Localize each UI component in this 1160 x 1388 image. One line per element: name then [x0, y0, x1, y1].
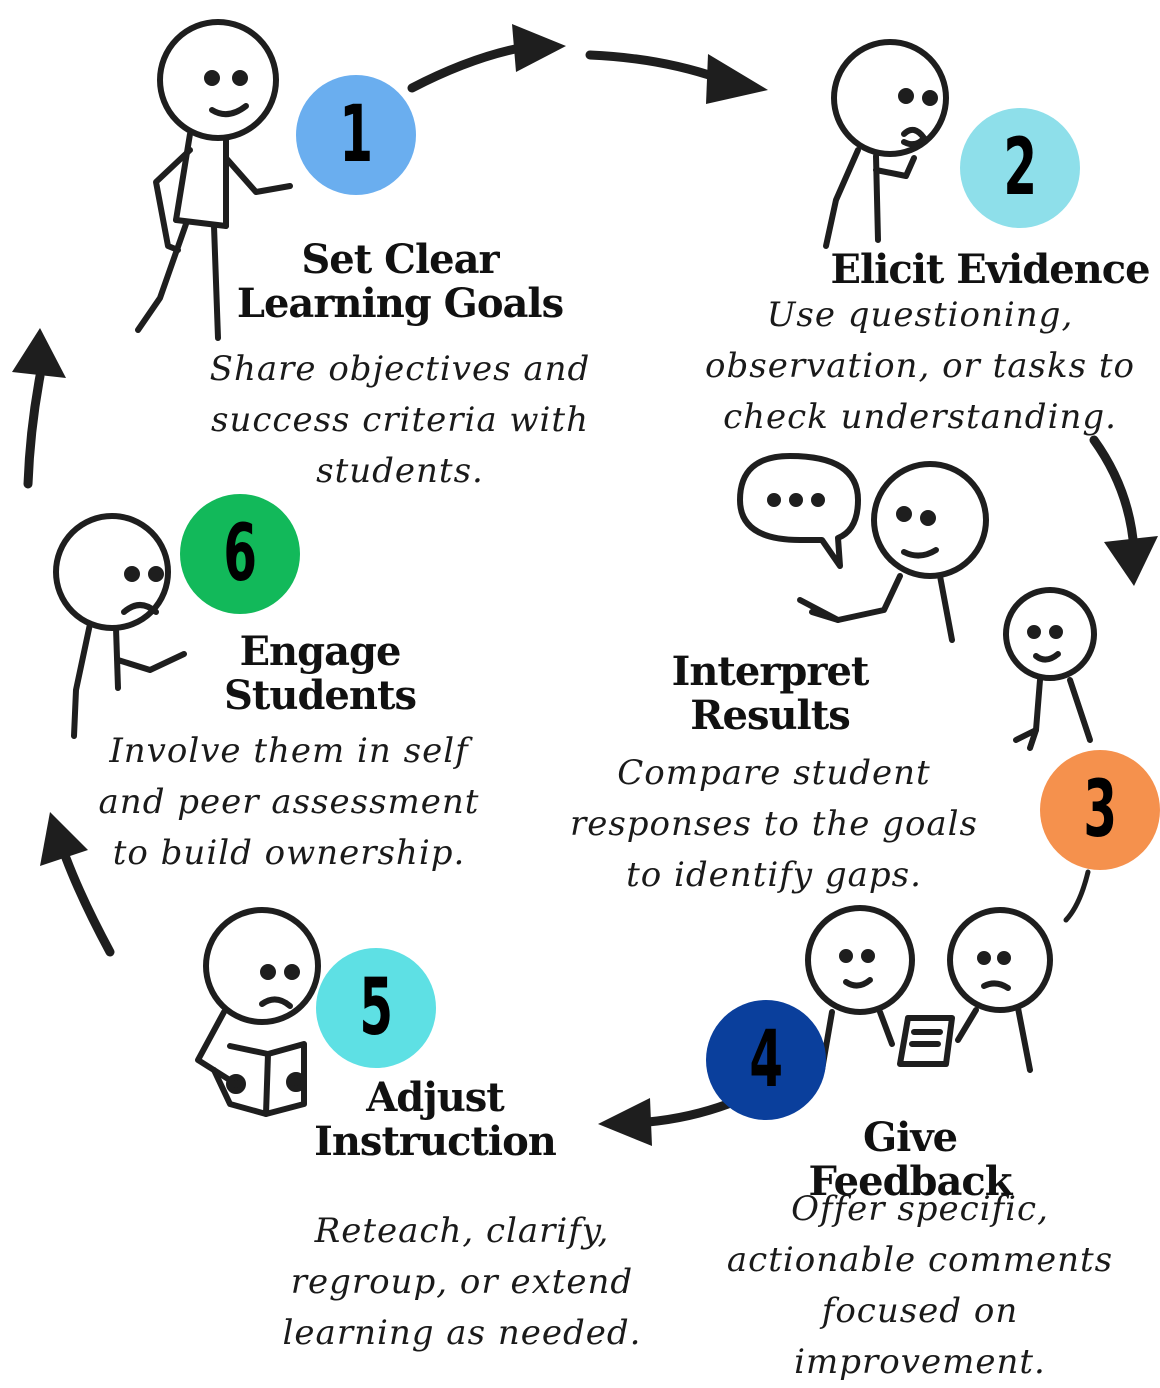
figure-explaining-stick-person [797, 461, 989, 643]
step-5-description: Reteach, clarify, regroup, or extend lea… [282, 1211, 642, 1353]
step-3-title: Interpret Results [671, 648, 870, 739]
step-6-description: Involve them in self and peer assessment… [98, 731, 480, 873]
step-4-badge: 4 [706, 1000, 826, 1120]
figure-1-stick-person [135, 19, 293, 341]
step-4-number: 4 [749, 1015, 783, 1105]
step-1-title: Set Clear Learning Goals [236, 236, 564, 327]
step-2-number: 2 [1003, 123, 1037, 213]
figure-2-stick-person [823, 39, 949, 249]
figure-6-stick-person [53, 513, 187, 739]
step-3-number: 3 [1083, 765, 1117, 855]
step-5-title: Adjust Instruction [314, 1074, 557, 1165]
step-2-description: Use questioning, observation, or tasks t… [705, 295, 1135, 437]
step-6-title: Engage Students [224, 628, 417, 719]
figure-4-stick-people [805, 905, 1053, 1073]
speech-bubble-icon [737, 453, 861, 569]
figure-5-stick-person [195, 907, 321, 1117]
arrow-2-to-3 [1089, 435, 1158, 586]
step-3-description: Compare student responses to the goals t… [569, 753, 979, 895]
arrow-3-to-4 [1063, 869, 1091, 923]
step-1-description: Share objectives and success criteria wi… [209, 349, 591, 491]
arrow-1-to-2 [407, 24, 768, 104]
step-5-number: 5 [359, 963, 393, 1053]
arrow-4-to-5 [598, 1098, 733, 1146]
figure-3-stick-person [1003, 587, 1097, 751]
step-2-badge: 2 [960, 108, 1080, 228]
step-5-badge: 5 [316, 948, 436, 1068]
step-4-title: Give Feedback [808, 1114, 1012, 1205]
step-2-title: Elicit Evidence [830, 246, 1150, 293]
arrow-5-to-6 [40, 812, 115, 957]
arrow-6-to-1 [12, 328, 66, 489]
step-6-badge: 6 [180, 494, 300, 614]
step-1-number: 1 [339, 90, 373, 180]
step-3-badge: 3 [1040, 750, 1160, 870]
step-1-badge: 1 [296, 75, 416, 195]
step-4-description: Offer specific, actionable comments focu… [726, 1189, 1114, 1382]
step-6-number: 6 [223, 509, 257, 599]
